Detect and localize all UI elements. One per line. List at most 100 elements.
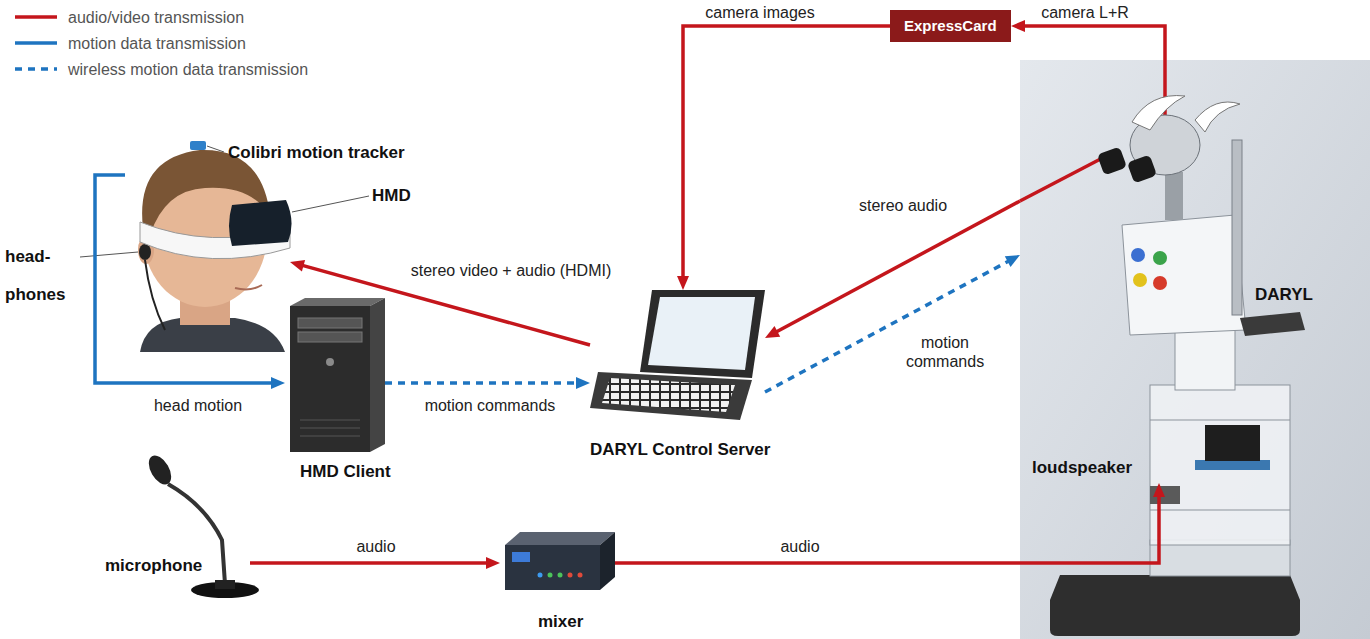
robot-figure-part	[1150, 420, 1290, 421]
robot-figure-part	[1153, 276, 1167, 290]
client-computer-figure-part	[326, 358, 334, 366]
robot-figure-part	[1132, 96, 1185, 130]
node-label: DARYL Control Server	[590, 440, 770, 460]
arrow-head	[1153, 483, 1165, 497]
robot-figure-part	[1153, 251, 1167, 265]
label-slot: HMD Client	[300, 462, 391, 482]
node-label: loudspeaker	[1032, 458, 1173, 478]
robot-figure-part	[1131, 248, 1145, 262]
hmd-user-figure-part	[139, 244, 151, 260]
connector	[615, 483, 1165, 563]
arrow-head	[1005, 255, 1020, 267]
robot-figure-part	[1020, 153, 1112, 201]
edge-label: stereo audio	[859, 196, 947, 215]
audio-mixer: mixer	[500, 530, 615, 600]
legend-slot: audio/video transmission	[68, 8, 244, 27]
client-computer-figure-part	[290, 306, 370, 452]
hmd-user-figure-part	[145, 260, 165, 330]
microphone-figure-part	[144, 452, 176, 489]
connector-line	[1022, 26, 1165, 60]
edge-label-slot: stereo audio	[859, 196, 947, 215]
laptop-figure-part	[648, 297, 755, 370]
hmd-user-figure-part	[190, 141, 206, 150]
server-laptop: DARYL Control Server	[590, 290, 765, 420]
client-computer-figure-part	[298, 332, 362, 342]
client-computer-figure-part	[290, 298, 385, 306]
mixer-figure-part	[568, 573, 573, 578]
mixer-figure-part	[578, 573, 583, 578]
arrow-head	[765, 326, 780, 338]
legend-label: wireless motion data transmission	[68, 60, 308, 79]
legend-sample	[15, 41, 57, 45]
robot-figure-part	[1195, 460, 1270, 470]
hmd-user-figure-part	[292, 196, 369, 212]
node-label: HMD	[372, 186, 411, 206]
robot-figure-part	[1240, 312, 1305, 336]
microphone: microphone	[140, 455, 250, 600]
connector-line	[683, 26, 890, 279]
edge-label: stereo video + audio (HDMI)	[411, 261, 612, 280]
node-label: ExpressCard	[904, 17, 997, 35]
robot-panel: DARYL loudspeaker	[1020, 60, 1370, 639]
edge-label-slot: audio	[780, 537, 819, 556]
connector	[95, 175, 285, 389]
interface-card: ExpressCard	[890, 10, 1011, 42]
client-computer-figure-part	[300, 420, 360, 421]
robot-figure-part	[1150, 385, 1290, 545]
robot-figure-part	[1165, 172, 1183, 220]
connector	[250, 557, 500, 569]
arrow-head	[677, 276, 689, 290]
connector	[677, 26, 890, 290]
arrow-head	[1011, 20, 1025, 32]
legend-label: audio/video transmission	[68, 8, 244, 27]
node-label: microphone	[105, 556, 202, 576]
node-label: DARYL	[1255, 285, 1313, 305]
connector-line	[250, 561, 489, 565]
arrow-head	[486, 557, 500, 569]
legend-sample	[15, 15, 57, 19]
connector	[385, 377, 590, 389]
label-slot: microphone	[105, 556, 202, 576]
client-computer-figure	[290, 298, 385, 452]
robot-figure-part	[1150, 510, 1290, 511]
laptop-figure-part	[602, 378, 735, 412]
mixer-figure-part	[512, 552, 530, 562]
robot-figure-part	[1050, 575, 1300, 636]
connector	[765, 255, 1020, 392]
robot-figure	[1020, 60, 1370, 639]
microphone-figure-part	[215, 580, 235, 589]
laptop-figure-part	[590, 372, 752, 420]
edge-label-slot: motion commands	[899, 333, 991, 371]
connector-line	[615, 494, 1159, 563]
edge-label: motion commands	[899, 333, 991, 371]
mixer-figure-part	[548, 573, 553, 578]
legend-label: motion data transmission	[68, 34, 246, 53]
hmd-user: Colibri motion trackerHMDhead- phones	[125, 140, 290, 352]
edge-label-slot: audio	[356, 537, 395, 556]
edge-label: head motion	[154, 396, 242, 415]
client-computer-figure-part	[298, 318, 362, 328]
robot-figure-part	[1205, 425, 1260, 461]
hmd-user-figure-part	[229, 200, 292, 246]
mixer-figure-part	[600, 532, 615, 590]
label-slot: head- phones	[5, 238, 77, 314]
label-slot: DARYL Control Server	[590, 440, 770, 460]
robot-figure-part	[1122, 215, 1246, 335]
client-computer: HMD Client	[285, 298, 385, 452]
robot-figure-part	[1195, 102, 1240, 132]
hmd-user-figure	[80, 141, 369, 352]
robot-figure-part	[1020, 60, 1370, 639]
mixer-figure-part	[505, 545, 600, 590]
connector-line	[95, 175, 274, 383]
edge-label-slot: motion commands	[425, 396, 556, 415]
laptop-figure	[590, 290, 765, 420]
node-label: mixer	[538, 612, 583, 632]
client-computer-figure-part	[300, 428, 360, 429]
microphone-figure	[144, 452, 259, 598]
edge-label: camera images	[705, 3, 814, 22]
label-slot: Colibri motion tracker	[228, 143, 405, 163]
robot-figure-part	[1097, 147, 1127, 176]
mixer-figure-part	[505, 532, 615, 545]
arrow-head	[290, 260, 305, 272]
